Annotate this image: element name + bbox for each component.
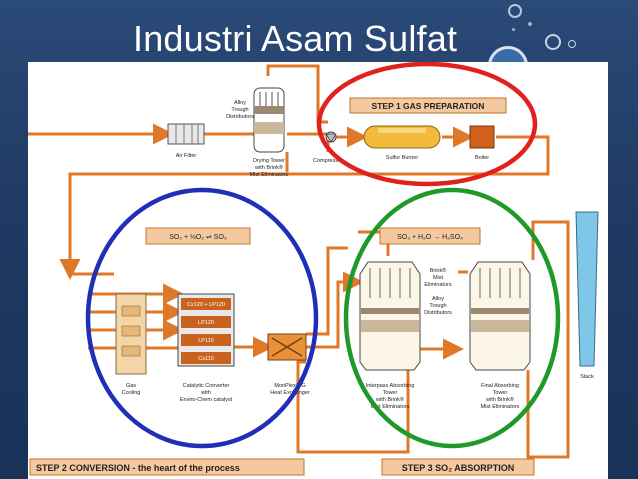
brink-label-1: Brink® (430, 267, 447, 274)
compressor (325, 131, 337, 143)
final-tower-label-2: Tower (493, 390, 508, 396)
heat-exchanger (267, 333, 307, 361)
step2-header: STEP 2 CONVERSION - the heart of the pro… (36, 463, 240, 473)
interpass-tower-label-2: Tower (383, 390, 398, 396)
boiler (469, 125, 495, 149)
step3-header: STEP 3 SO₂ ABSORPTION (402, 463, 515, 473)
air-filter (167, 123, 205, 145)
reaction-absorption-box: SO₃ + H₂O → H₂SO₄ (379, 227, 481, 245)
alloy-trough-label-1: Alloy (234, 100, 246, 106)
sulfur-burner-label: Sulfur Burner (386, 155, 419, 161)
interpass-absorbing-tower (359, 261, 421, 371)
catalytic-converter-label-3: Enviro-Chem catalyst (180, 397, 233, 403)
alloy-trough-label-3: Distributors (226, 114, 254, 120)
stack-label: Stack (580, 374, 594, 380)
converter-bed-2: LP120 (198, 320, 214, 326)
drying-tower-label-2: with Brink® (254, 164, 283, 171)
brink-label-3: Eliminators (424, 282, 451, 288)
gas-cooling-label-2: Cooling (122, 390, 141, 396)
boiler-label: Boiler (475, 155, 489, 161)
air-filter-label: Air Filter (176, 153, 197, 159)
heat-exchanger-label-1: MonPlex® G (274, 382, 305, 389)
stack (575, 211, 599, 367)
reaction-conversion: SO₂ + ½O₂ ⇌ SO₃ (169, 233, 227, 241)
converter-bed-4: Cs110 (198, 356, 214, 362)
catalytic-converter-label-2: with (200, 390, 211, 396)
interpass-tower-label-1: Interpass Absorbing (366, 383, 415, 389)
decor-circle-2 (545, 34, 561, 50)
gas-cooling-unit (115, 293, 147, 375)
step2-header-box: STEP 2 CONVERSION - the heart of the pro… (29, 458, 305, 476)
converter-bed-1: Cs120 + LP120 (187, 302, 225, 308)
alloy-trough-2-label-3: Distributors (424, 310, 452, 316)
decor-circle-1 (508, 4, 522, 18)
final-absorbing-tower (469, 261, 531, 371)
decor-dot-1 (528, 22, 532, 26)
converter-bed-3: LP110 (198, 338, 214, 344)
alloy-trough-label-2: Trough (231, 107, 248, 113)
catalytic-converter-label-1: Catalytic Converter (183, 383, 230, 389)
gas-cooling-label-1: Gas (126, 383, 136, 389)
step3-highlight-circle (343, 187, 561, 449)
compressor-label: Compressor (313, 158, 343, 164)
catalytic-converter: Cs120 + LP120 LP120 LP110 Cs110 (177, 293, 235, 367)
interpass-tower-label-4: Mist Eliminators (371, 404, 410, 410)
alloy-trough-2-label-1: Alloy (432, 296, 444, 302)
step1-header: STEP 1 GAS PREPARATION (372, 101, 485, 111)
drying-tower-label-3: Mist Eliminators (250, 172, 289, 178)
sulfur-burner (363, 125, 441, 149)
interpass-tower-label-3: with Brink® (375, 396, 404, 403)
reaction-absorption: SO₃ + H₂O → H₂SO₄ (397, 234, 463, 241)
alloy-trough-2-label-2: Trough (429, 303, 446, 309)
reaction-conversion-box: SO₂ + ½O₂ ⇌ SO₃ (145, 227, 251, 245)
step1-header-box: STEP 1 GAS PREPARATION (349, 97, 507, 114)
decor-dot-2 (512, 28, 515, 31)
final-tower-label-4: Mist Eliminators (481, 404, 520, 410)
drying-tower-label-1: Drying Tower (253, 158, 285, 164)
step1-highlight-circle (316, 62, 538, 187)
step3-header-box: STEP 3 SO₂ ABSORPTION (381, 458, 535, 476)
slide-title: Industri Asam Sulfat (133, 18, 458, 59)
brink-label-2: Mist (433, 275, 444, 281)
final-tower-label-1: Final Absorbing (481, 383, 519, 389)
final-tower-label-3: with Brink® (485, 396, 514, 403)
drying-tower (253, 87, 285, 153)
step2-highlight-circle (85, 187, 319, 449)
decor-circle-3 (568, 40, 576, 48)
heat-exchanger-label-2: Heat Exchanger (270, 390, 310, 396)
process-diagram: Air Filter Drying Tower with Brink® Mist… (28, 62, 608, 479)
